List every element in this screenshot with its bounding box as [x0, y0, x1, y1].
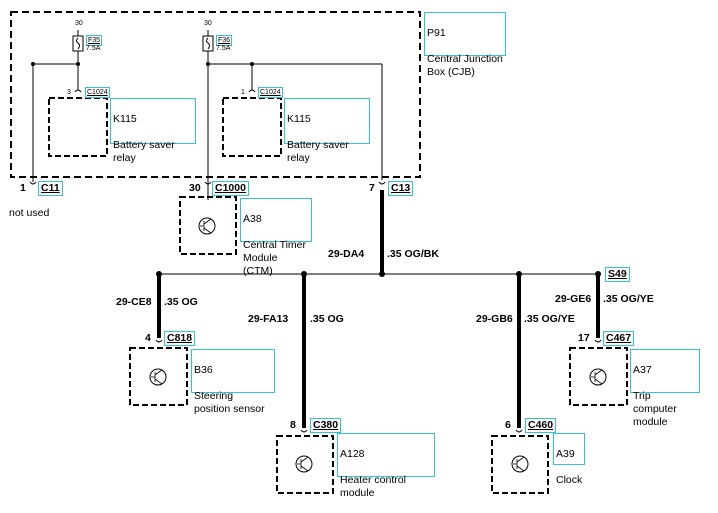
- relay-1-label: K115 Battery saver relay: [110, 98, 196, 164]
- branch-2-circuit: 29-FA13: [248, 313, 289, 325]
- a128-name: Heater control module: [340, 474, 406, 499]
- cjb-label: P91 Central Junction Box (CJB): [424, 12, 506, 78]
- ctm-ref: A38: [243, 213, 262, 225]
- cjb-pin-1: 1: [20, 182, 26, 194]
- fuse-1-id: F35: [86, 35, 103, 46]
- branch-4-spec: .35 OG/YE: [603, 293, 654, 305]
- main-wire-circuit: 29-DA4: [328, 248, 365, 260]
- fuse-2-supply: 30: [204, 20, 212, 27]
- fuse-1-rating: 7.5A: [86, 45, 101, 52]
- cjb-name: Central Junction Box (CJB): [427, 53, 503, 78]
- connector-c1000: C1000: [212, 181, 249, 196]
- branch-4-circuit: 29-GE6: [555, 293, 592, 305]
- branch-1-spec: .35 OG: [164, 296, 198, 308]
- b36-body: [129, 347, 188, 406]
- connector-c11: C11: [38, 181, 63, 196]
- ctm-name: Central Timer Module (CTM): [243, 239, 307, 277]
- branch-4-pin: 17: [578, 332, 590, 344]
- b36-ref: B36: [194, 364, 213, 376]
- cjb-ref: P91: [427, 27, 446, 39]
- branch-1-pin: 4: [145, 332, 151, 344]
- branch-2-pin: 8: [290, 419, 296, 431]
- cjb-pin-7: 7: [369, 182, 375, 194]
- a128-body: [276, 435, 334, 494]
- connector-c13: C13: [388, 181, 414, 196]
- connector-c467: C467: [603, 331, 635, 346]
- a39-label: A39 Clock: [553, 433, 585, 486]
- a37-name: Trip computer module: [633, 390, 677, 428]
- relay-2-body: [222, 97, 282, 157]
- a39-ref: A39: [556, 448, 575, 460]
- fuse-1-supply: 30: [75, 20, 83, 27]
- ctm-body: [179, 196, 237, 255]
- relay-2-connector: C1024: [258, 87, 283, 98]
- relay-1-connector: C1024: [85, 87, 110, 98]
- b36-label: B36 Steering position sensor: [191, 349, 275, 415]
- a39-body: [491, 435, 549, 494]
- ctm-label: A38 Central Timer Module (CTM): [240, 198, 312, 277]
- branch-3-spec: .35 OG/YE: [524, 313, 575, 325]
- relay-2-ref: K115: [287, 113, 311, 125]
- connector-c460: C460: [525, 418, 557, 433]
- connector-c818: C818: [164, 331, 196, 346]
- relay-1-ref: K115: [113, 113, 137, 125]
- a39-name: Clock: [556, 474, 583, 486]
- relay-1-body: [48, 97, 108, 157]
- main-wire-spec: .35 OG/BK: [387, 248, 439, 260]
- relay-2-label: K115 Battery saver relay: [284, 98, 370, 164]
- splice-s49: S49: [605, 267, 630, 282]
- branch-3-pin: 6: [505, 419, 511, 431]
- fuse-2-rating: 7.5A: [216, 45, 231, 52]
- a37-label: A37 Trip computer module: [630, 349, 700, 428]
- connector-c380: C380: [310, 418, 342, 433]
- b36-name: Steering position sensor: [194, 390, 265, 415]
- fuse-2-id: F36: [216, 35, 233, 46]
- branch-1-circuit: 29-CE8: [116, 296, 152, 308]
- relay-1-name: Battery saver relay: [113, 139, 175, 164]
- branch-3-circuit: 29-GB6: [476, 313, 513, 325]
- cjb-pin-30: 30: [189, 182, 201, 194]
- a37-body: [569, 347, 628, 406]
- cjb-boundary: [10, 11, 421, 178]
- branch-2-spec: .35 OG: [310, 313, 344, 325]
- a128-label: A128 Heater control module: [337, 433, 435, 499]
- a37-ref: A37: [633, 364, 652, 376]
- relay-2-name: Battery saver relay: [287, 139, 349, 164]
- not-used-label: not used: [9, 207, 50, 219]
- a128-ref: A128: [340, 448, 365, 460]
- relay-1-pin: 3: [67, 89, 71, 96]
- relay-2-pin: 1: [241, 89, 245, 96]
